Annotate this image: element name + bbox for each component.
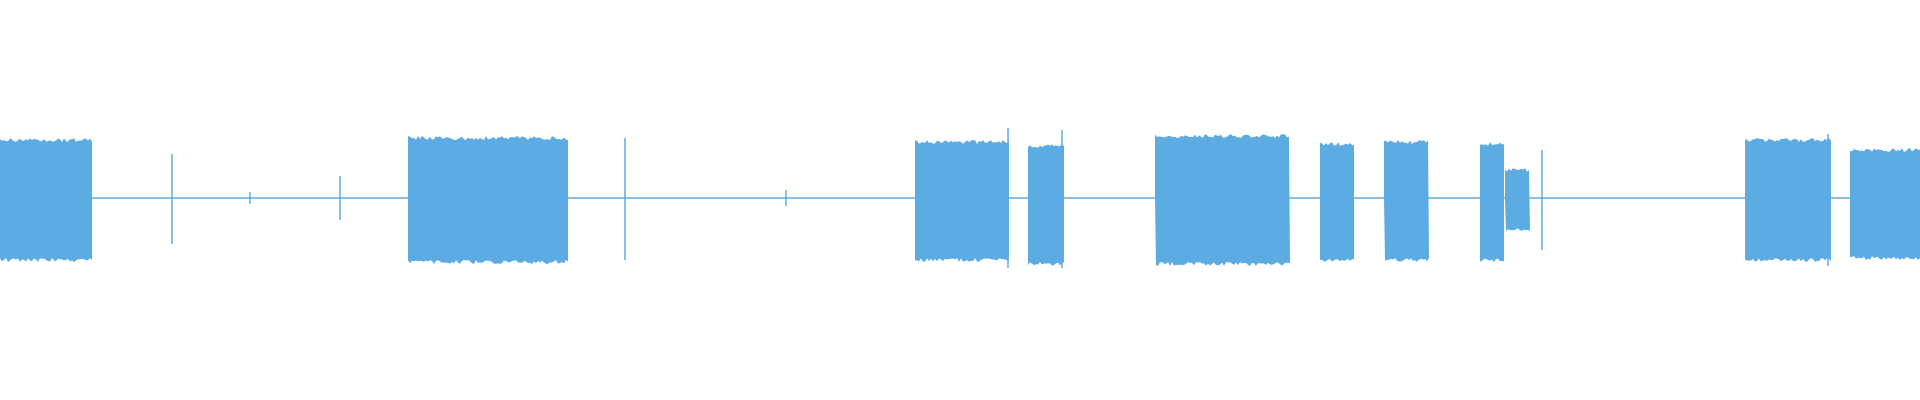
waveform-block-4 <box>1155 134 1290 266</box>
waveform-block-7 <box>1480 142 1504 262</box>
waveform-block-9 <box>1745 138 1831 262</box>
waveform-block-5 <box>1320 142 1354 262</box>
waveform-block-3 <box>1028 144 1064 266</box>
waveform-block-6 <box>1384 140 1429 262</box>
waveform-block-2 <box>915 140 1009 262</box>
waveform-block-0 <box>0 138 92 262</box>
waveform-block-1 <box>408 136 568 264</box>
waveform-block-8 <box>1505 168 1530 231</box>
waveform-block-10 <box>1850 148 1920 260</box>
